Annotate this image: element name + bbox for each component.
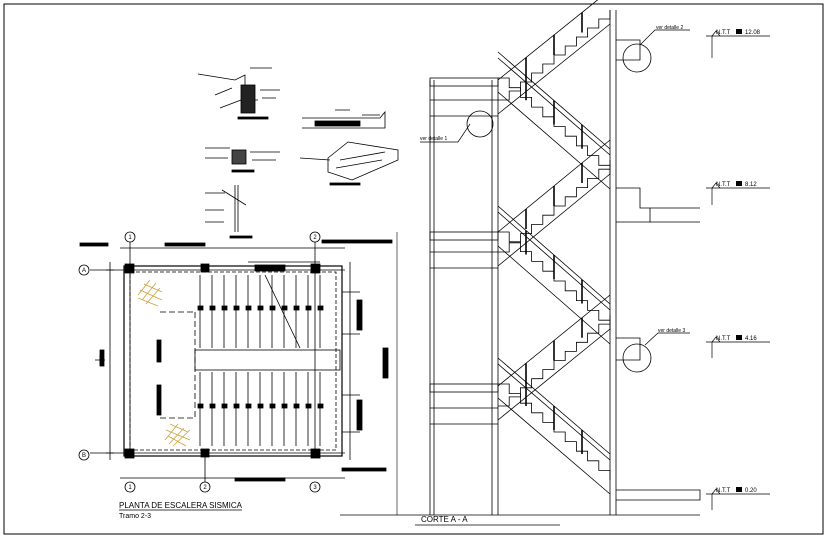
stair-slab <box>497 245 611 345</box>
tread-mark <box>233 403 240 409</box>
stair-steps <box>498 383 611 480</box>
stair-slab <box>497 397 611 495</box>
axis-label: 3 <box>313 485 317 491</box>
axis-label: B <box>82 453 86 459</box>
axis-labels: 1 2 1 2 3 A B <box>82 235 317 491</box>
level-labels: N.T.T 12.08 N.T.T 8.12 N.T.T 4.16 N.T.T … <box>716 29 761 494</box>
tread-mark <box>245 305 252 311</box>
axis-label: 2 <box>203 485 207 491</box>
detail-sketches <box>197 67 399 239</box>
tread-mark <box>269 403 276 409</box>
level-label: N.T.T <box>716 488 731 494</box>
axis-label: 1 <box>128 235 132 241</box>
detail-callout: ver detalle 2 <box>656 25 683 31</box>
stair-plan <box>79 239 393 482</box>
level-value: 12.08 <box>745 30 761 36</box>
level-value: 4.16 <box>745 336 757 342</box>
stair-section <box>340 10 701 526</box>
tread-mark <box>281 305 288 311</box>
level-label: N.T.T <box>716 30 731 36</box>
detail-callouts: ver detalle 2 ver detalle 1 ver detalle … <box>420 25 685 334</box>
tread-mark <box>293 305 300 311</box>
tread-mark <box>269 305 276 311</box>
stair-steps <box>498 231 611 330</box>
level-markers <box>420 29 770 510</box>
plan-title: PLANTA DE ESCALERA SISMICA <box>119 501 243 510</box>
hatch-area <box>137 279 191 447</box>
tread-mark <box>197 305 204 311</box>
axis-markers <box>78 231 321 493</box>
tread-mark <box>257 305 264 311</box>
level-label: N.T.T <box>716 336 731 342</box>
tread-mark <box>317 305 324 311</box>
axis-label: A <box>82 268 86 274</box>
tread-mark <box>317 403 324 409</box>
axis-label: 2 <box>313 235 317 241</box>
tread-mark <box>305 305 312 311</box>
plan-subtitle: Tramo 2-3 <box>119 513 151 520</box>
level-label: N.T.T <box>716 182 731 188</box>
level-value: 0.20 <box>745 488 757 494</box>
tread-mark <box>233 305 240 311</box>
tread-mark <box>293 403 300 409</box>
stair-slab <box>497 23 611 115</box>
tread-mark <box>281 403 288 409</box>
tread-mark <box>257 403 264 409</box>
level-value: 8.12 <box>745 182 757 188</box>
drawing-frame <box>3 3 824 535</box>
tread-mark <box>305 403 312 409</box>
tread-mark <box>245 403 252 409</box>
stair-slab <box>497 91 611 190</box>
tread-mark <box>221 403 228 409</box>
stair-slab <box>497 173 611 267</box>
stair-treads <box>197 275 324 446</box>
tread-mark <box>209 403 216 409</box>
detail-callout: ver detalle 1 <box>420 136 447 142</box>
stair-slab <box>497 328 611 421</box>
tread-mark <box>197 403 204 409</box>
tread-mark <box>221 305 228 311</box>
tread-mark <box>209 305 216 311</box>
axis-label: 1 <box>128 485 132 491</box>
section-title: CORTE A - A <box>421 515 468 524</box>
stair-flights <box>497 0 611 495</box>
detail-callout: ver detalle 3 <box>658 328 685 334</box>
stair-steps <box>498 77 611 175</box>
